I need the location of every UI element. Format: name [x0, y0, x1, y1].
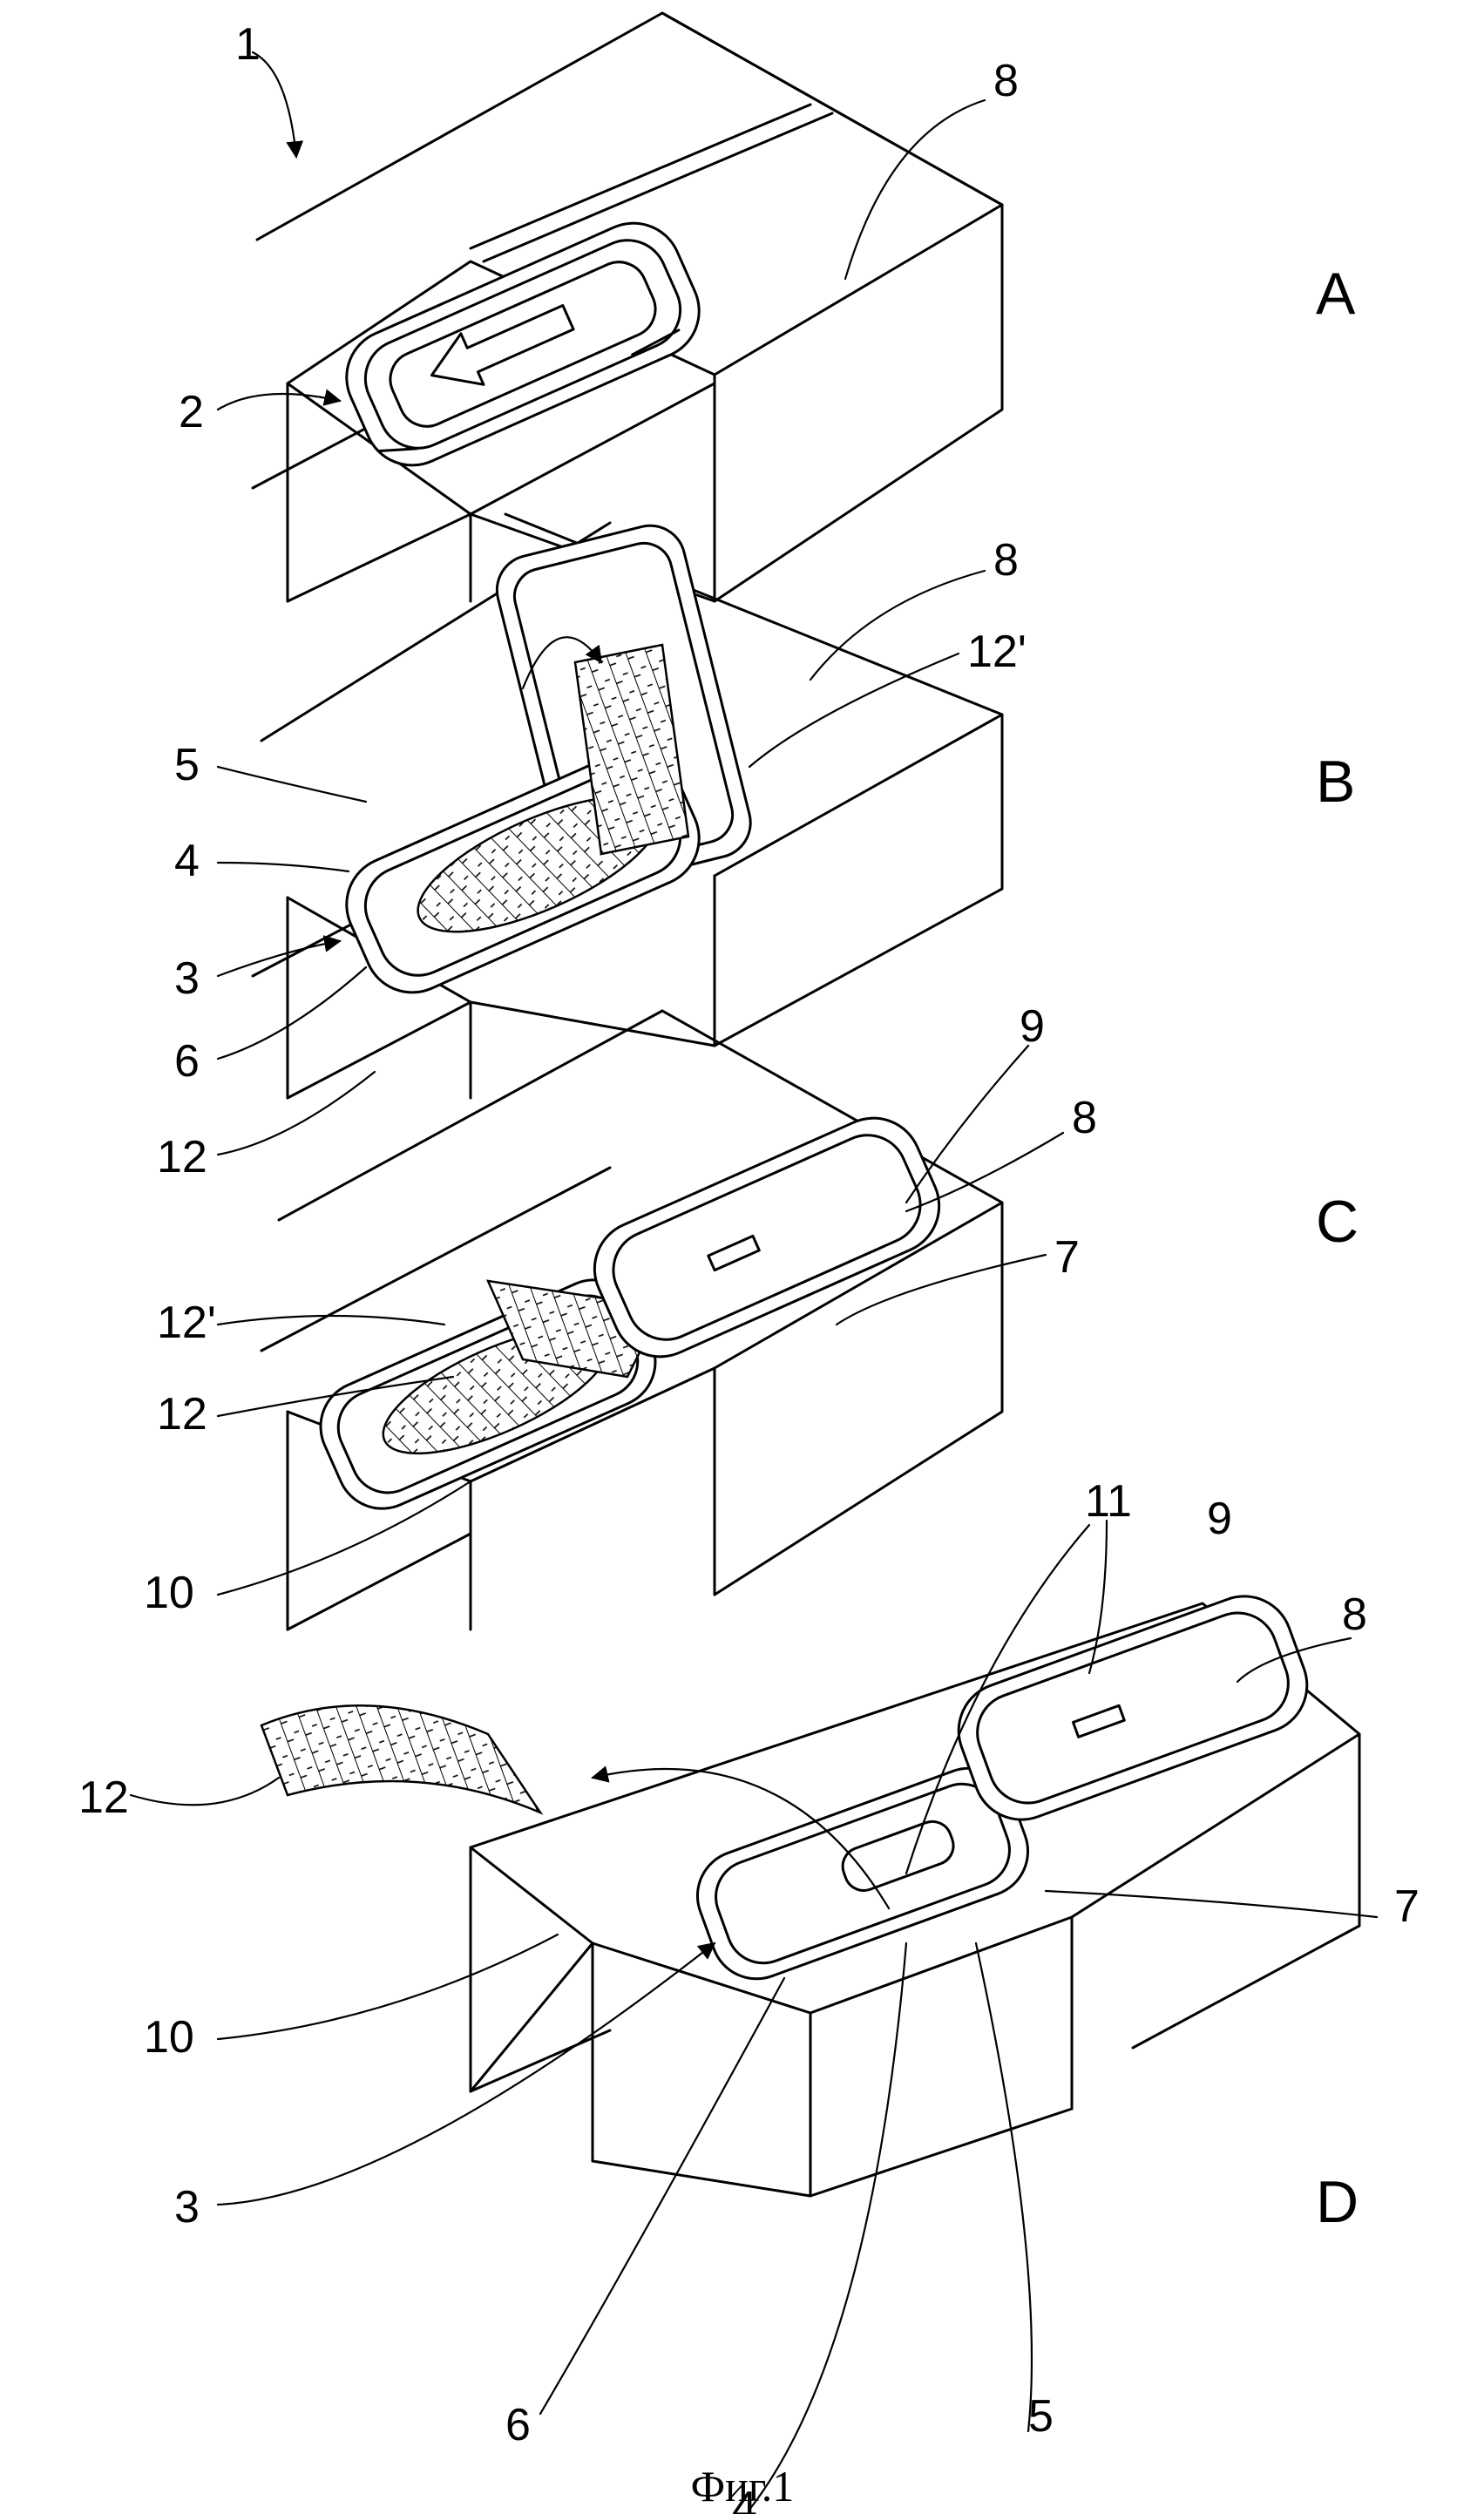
panel-b-drawing [253, 514, 1002, 1098]
label-5: 5 [1028, 2391, 1054, 2442]
label-6: 6 [174, 1036, 200, 1087]
panel-a-drawing [253, 13, 1002, 601]
label-9: 9 [1020, 1001, 1045, 1052]
label-8: 8 [993, 535, 1019, 586]
label-12-prime: 12' [157, 1298, 216, 1348]
label-8: 8 [1342, 1589, 1367, 1640]
label-12: 12 [157, 1389, 207, 1440]
label-6: 6 [505, 2400, 531, 2450]
panel-label-c: C [1316, 1189, 1359, 1255]
label-5: 5 [174, 740, 200, 790]
label-7: 7 [1054, 1232, 1080, 1283]
panel-label-d: D [1316, 2169, 1359, 2235]
label-12: 12 [157, 1132, 207, 1182]
label-11: 11 [1085, 1476, 1132, 1527]
label-12: 12 [78, 1772, 129, 1823]
figure-caption: Фиг.1 [691, 2462, 795, 2511]
label-2: 2 [179, 387, 204, 437]
label-12-prime: 12' [967, 627, 1027, 677]
label-10: 10 [144, 2012, 194, 2063]
label-8: 8 [993, 56, 1019, 106]
label-7: 7 [1394, 1881, 1420, 1932]
panel-label-a: A [1316, 261, 1356, 327]
panel-d-drawing [261, 1582, 1359, 2196]
label-9: 9 [1207, 1494, 1232, 1544]
label-3: 3 [174, 953, 200, 1004]
label-3: 3 [174, 2182, 200, 2233]
label-8: 8 [1072, 1093, 1097, 1143]
label-10: 10 [144, 1568, 194, 1618]
panel-label-b: B [1316, 749, 1355, 815]
label-4: 4 [174, 836, 200, 886]
label-1: 1 [235, 19, 261, 70]
